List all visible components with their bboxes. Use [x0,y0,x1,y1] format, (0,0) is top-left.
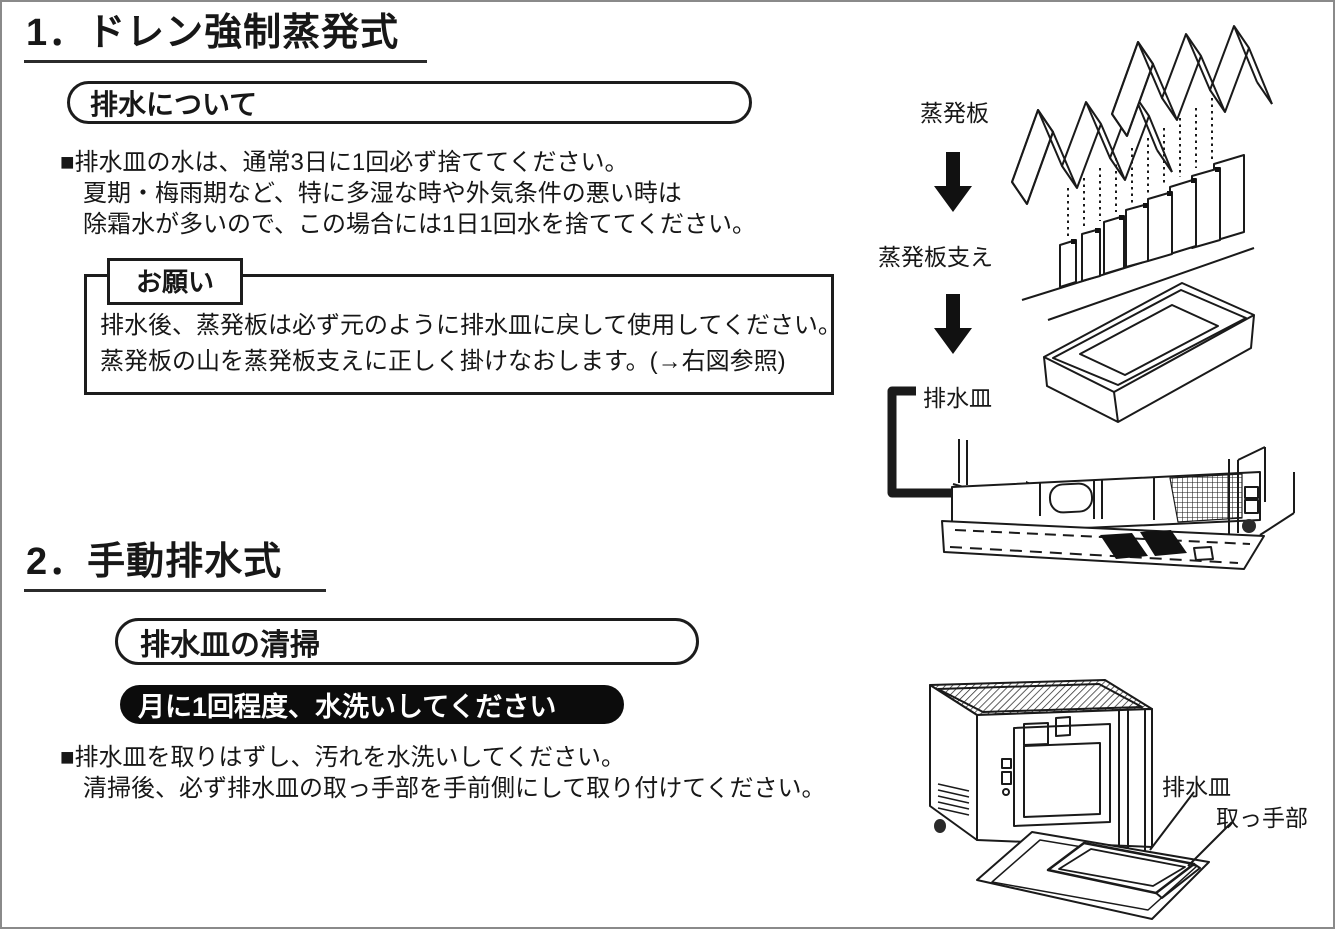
body-line: ■排水皿を取りはずし、汚れを水洗いしてください。 [60,744,626,771]
body-line: 清掃後、必ず排水皿の取っ手部を手前側にして取り付けてください。 [83,775,826,802]
section-1-title: 1．ドレン強制蒸発式 [24,12,428,63]
pan-cleaning-header-label: 排水皿の清掃 [140,628,320,662]
notice-line: 排水後、蒸発板は必ず元のように排水皿に戻して使用してください。 [100,312,842,339]
label-drain-pan: 排水皿 [923,385,992,411]
alignment-dotted-lines [1067,98,1213,239]
drainage-header-label: 排水について [90,88,258,120]
monthly-wash-badge: 月に1回程度、水洗いしてください [120,685,624,724]
drain-pan-drawing-2 [1046,841,1201,899]
drain-pan-drawing [1043,282,1255,423]
figure-cabinet [929,679,1233,920]
cabinet-drawing [929,679,1153,873]
notice-label: お願い [107,258,244,305]
label-plate-support: 蒸発板支え [878,244,993,270]
body-line: 夏期・梅雨期など、特に多湿な時や外気条件の悪い時は [83,180,682,207]
plate-supports [1021,154,1255,321]
handle-leader-line [1187,821,1233,867]
figure-evaporation-assembly [887,25,1295,570]
accordion-plates-left [1011,93,1173,205]
drainage-header-box: 排水について [67,81,752,124]
pan-cleaning-header-box: 排水皿の清掃 [115,618,699,665]
down-arrow-icon [934,152,972,212]
drain-pan-leader-line [1149,791,1195,851]
label-drain-pan-2: 排水皿 [1162,774,1231,800]
notice-box: お願い 排水後、蒸発板は必ず元のように排水皿に戻して使用してください。 蒸発板の… [84,258,842,395]
label-evaporation-plate: 蒸発板 [920,100,989,126]
cabinet-bottom-drawing [941,439,1295,570]
body-line: 除霜水が多いので、この場合には1日1回水を捨ててください。 [83,211,757,238]
down-arrow-icon [934,294,972,354]
section-2-title: 2．手動排水式 [24,541,327,592]
label-handle: 取っ手部 [1216,805,1308,831]
accordion-plates-right [1111,25,1273,137]
notice-line: 蒸発板の山を蒸発板支えに正しく掛けなおします。(→右図参照) [100,348,786,375]
body-line: ■排水皿の水は、通常3日に1回必ず捨ててください。 [60,149,629,176]
